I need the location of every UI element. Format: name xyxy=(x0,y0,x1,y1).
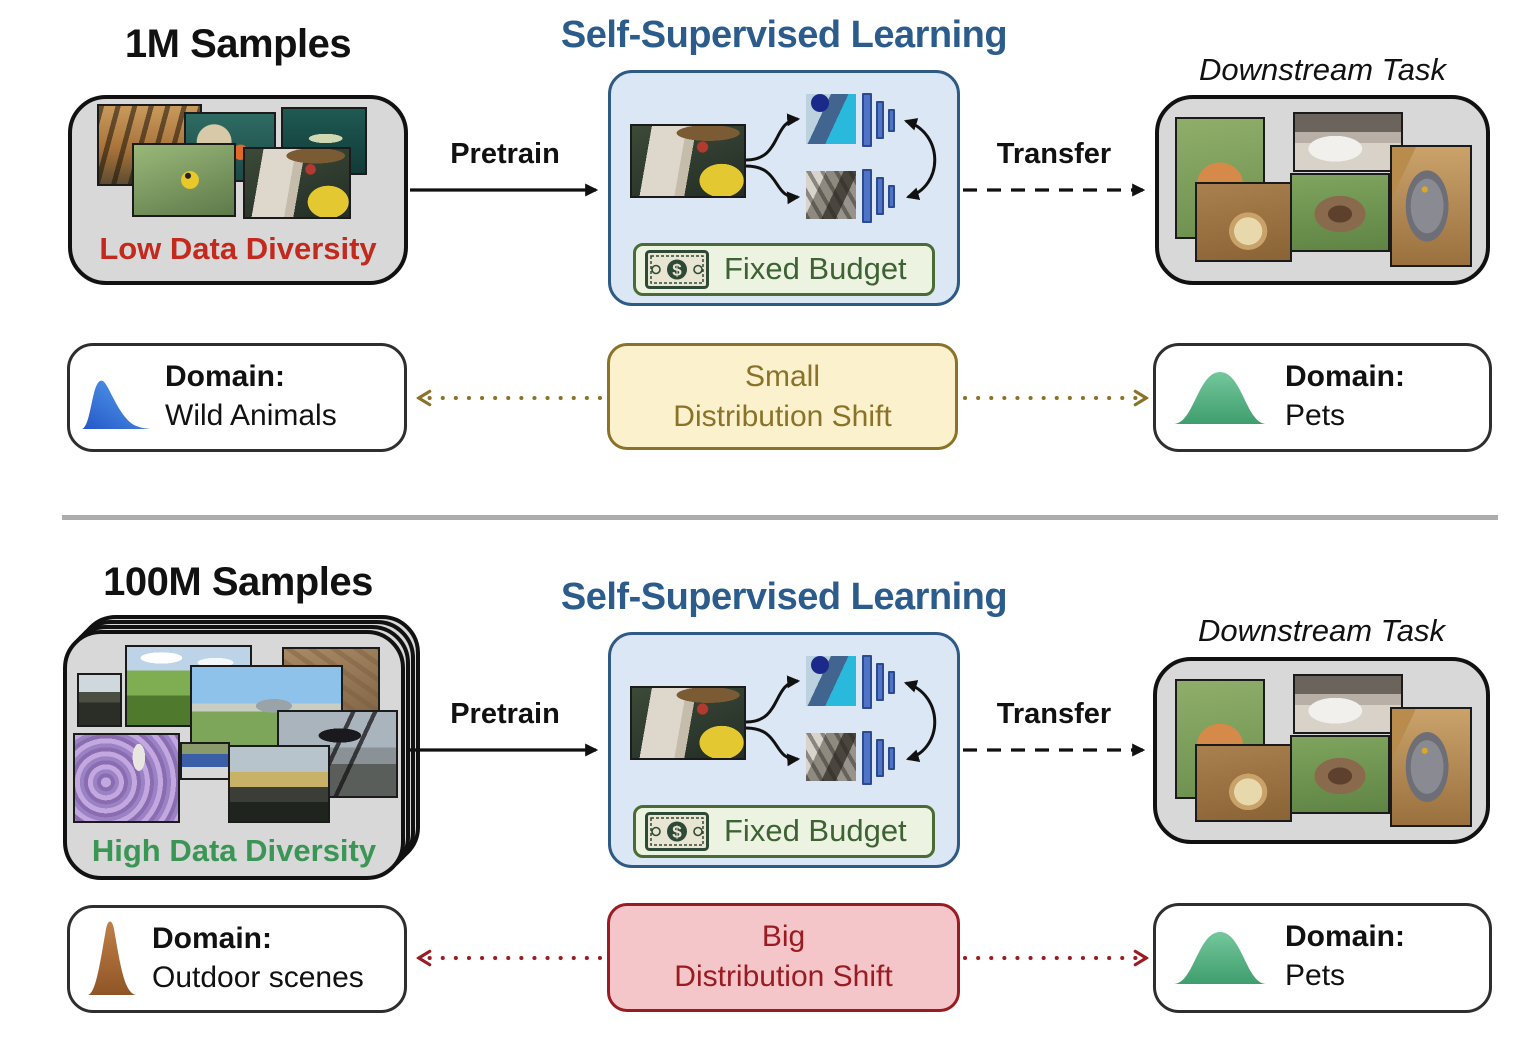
photo-gray-cat xyxy=(1390,145,1472,267)
ssl-title-bottom: Self-Supervised Learning xyxy=(560,576,1008,618)
dollar-bill-icon: $ xyxy=(645,812,709,851)
downstream-title-bottom: Downstream Task xyxy=(1198,613,1445,648)
small-distribution-shift-box: Small Distribution Shift xyxy=(607,343,958,450)
domain-value: Wild Animals xyxy=(165,399,337,432)
dollar-bill-icon: $ xyxy=(645,250,709,289)
domain-label: Domain: xyxy=(1285,920,1405,953)
pretrain-label-bottom: Pretrain xyxy=(450,698,560,730)
photo-chow-dog xyxy=(1290,173,1390,252)
domain-label: Domain: xyxy=(165,360,285,393)
photo-augmented-view-color-bottom xyxy=(806,656,856,706)
photo-brown-puppy xyxy=(1195,744,1292,822)
domain-label: Domain: xyxy=(1285,360,1405,393)
fixed-budget-label-top: Fixed Budget xyxy=(724,251,907,286)
photo-augmented-view-color-top xyxy=(806,94,856,144)
domain-label: Domain: xyxy=(152,922,272,955)
domain-value: Pets xyxy=(1285,399,1346,432)
photo-go-kart xyxy=(180,742,230,780)
transfer-label-bottom: Transfer xyxy=(996,698,1112,730)
encoder-bars-icon xyxy=(862,93,895,147)
photo-white-dog xyxy=(1293,112,1403,172)
photo-purple-flowers xyxy=(73,733,180,823)
downstream-title-top: Downstream Task xyxy=(1199,52,1446,87)
photo-gray-cat xyxy=(1390,707,1472,827)
photo-dark-landscape xyxy=(77,673,122,727)
encoder-bars-icon xyxy=(862,731,895,785)
shift-line1: Big xyxy=(761,920,806,953)
big-distribution-shift-box: Big Distribution Shift xyxy=(607,903,960,1012)
photo-goldfinch xyxy=(132,143,236,217)
distribution-curve-icon-wild xyxy=(82,380,152,429)
svg-text:$: $ xyxy=(672,823,682,842)
distribution-curve-icon-pets xyxy=(1174,932,1266,984)
diversity-label-bottom: High Data Diversity xyxy=(91,833,377,868)
photo-palace-pond xyxy=(228,745,330,823)
shift-line2: Distribution Shift xyxy=(673,400,892,433)
encoder-bars-icon xyxy=(862,169,895,223)
domain-text-pets-top: Domain: Pets xyxy=(1285,357,1405,435)
photo-augmented-view-gray-bottom xyxy=(806,733,856,781)
photo-chow-dog xyxy=(1290,735,1390,814)
encoder-bars-icon xyxy=(862,655,895,709)
samples-count-title-top: 1M Samples xyxy=(124,22,352,66)
shift-line2: Distribution Shift xyxy=(674,960,893,993)
domain-value: Outdoor scenes xyxy=(152,961,364,994)
shift-line1: Small xyxy=(744,360,820,393)
photo-white-dog xyxy=(1293,674,1403,734)
distribution-curve-icon-pets xyxy=(1174,372,1266,424)
samples-count-title-bottom: 100M Samples xyxy=(103,560,373,604)
domain-text-outdoor-scenes: Domain: Outdoor scenes xyxy=(152,919,364,997)
ssl-title-top: Self-Supervised Learning xyxy=(560,14,1008,56)
domain-value: Pets xyxy=(1285,959,1346,992)
photo-hornbill-input-bottom xyxy=(630,686,746,760)
photo-brown-puppy xyxy=(1195,182,1292,262)
photo-hornbill-input-top xyxy=(630,124,746,198)
fixed-budget-label-bottom: Fixed Budget xyxy=(724,813,907,848)
svg-text:$: $ xyxy=(672,261,682,280)
photo-augmented-view-gray-top xyxy=(806,171,856,219)
domain-text-pets-bottom: Domain: Pets xyxy=(1285,917,1405,995)
pretrain-label-top: Pretrain xyxy=(450,138,560,170)
photo-hornbill-small xyxy=(243,147,351,219)
diversity-label-top: Low Data Diversity xyxy=(99,231,377,266)
transfer-label-top: Transfer xyxy=(996,138,1112,170)
domain-text-wild-animals: Domain: Wild Animals xyxy=(165,357,337,435)
distribution-curve-icon-outdoor xyxy=(88,921,136,995)
section-divider xyxy=(62,515,1498,520)
domain-box-wild-animals xyxy=(67,343,407,452)
